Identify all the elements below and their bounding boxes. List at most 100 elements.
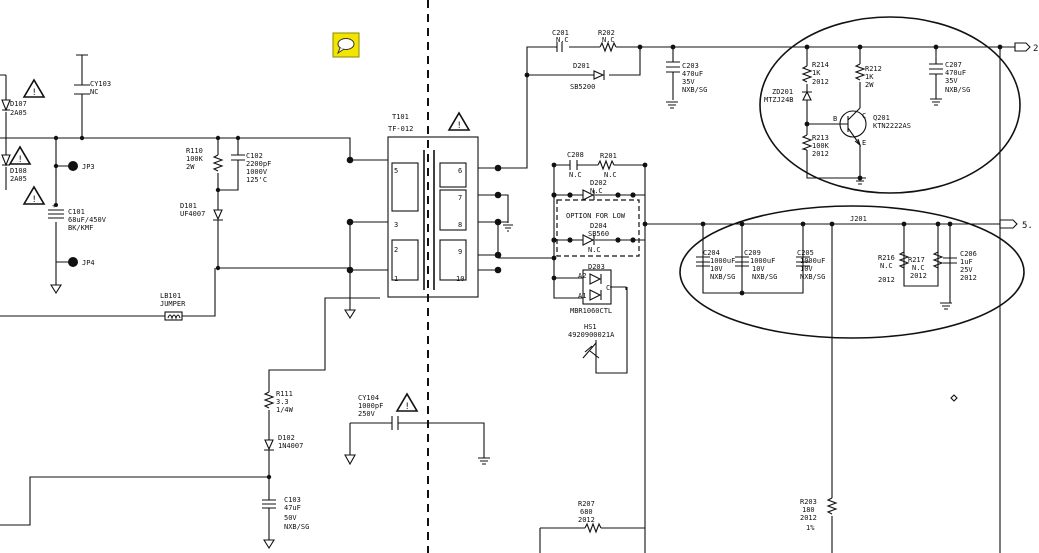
- d201-label: D201: [573, 62, 590, 70]
- highlight-ellipse-lower: [679, 205, 1025, 339]
- r111-power: 1/4W: [276, 406, 294, 414]
- option-label: OPTION FOR LOW: [566, 212, 626, 220]
- t101-pin-10: 10: [456, 275, 464, 283]
- c102-temp: 125'C: [246, 176, 267, 184]
- d107-diode: [1, 99, 11, 112]
- d203-pin-a2: A2: [578, 272, 586, 280]
- d108-label: D108: [10, 167, 27, 175]
- c204-label: C204: [703, 249, 720, 257]
- t101-pin-9: 9: [458, 248, 462, 256]
- t101-pin-8: 8: [458, 221, 462, 229]
- r214-package: 2012: [812, 78, 829, 86]
- t101-pin-2: 2: [394, 246, 398, 254]
- jp4-pad: [68, 257, 78, 267]
- r216-resistor: [898, 251, 910, 269]
- svg-text:!: !: [32, 88, 37, 98]
- d102-diode: [264, 439, 274, 451]
- hs1-label: HS1: [584, 323, 597, 331]
- c209-capacitor: [735, 256, 749, 267]
- d201-value: SB5200: [570, 83, 595, 91]
- q201-collector-label: C: [862, 112, 866, 120]
- svg-text:!: !: [18, 155, 23, 165]
- d107-label: D107: [10, 100, 27, 108]
- option-box: [556, 199, 640, 257]
- warning-icon: !: [8, 145, 32, 165]
- d108-diode: [1, 154, 11, 167]
- r110-resistor: [212, 154, 224, 172]
- t101-pin-6: 6: [458, 167, 462, 175]
- zd201-value: MTZJ24B: [764, 96, 794, 104]
- c207-capacitor: [929, 63, 943, 75]
- r111-resistor: [263, 391, 275, 409]
- r202-resistor: [599, 41, 617, 53]
- c203-series: NXB/SG: [682, 86, 707, 94]
- c101-rating: BK/KMF: [68, 224, 93, 232]
- c206-capacitor: [943, 257, 957, 264]
- jp3-label: JP3: [82, 163, 95, 171]
- c207-label: C207: [945, 61, 962, 69]
- lb101-jumper: [164, 311, 183, 321]
- zd201-zener: [802, 90, 812, 101]
- c102-capacitor: [231, 154, 245, 161]
- c201-label: C201: [552, 29, 569, 37]
- q201-base-label: B: [833, 115, 837, 123]
- r203-value: 180: [802, 506, 815, 514]
- output-connector-2: [1014, 42, 1031, 52]
- q201-label: Q201: [873, 114, 890, 122]
- cy104-capacitor: [391, 416, 399, 430]
- d102-value: 1N4007: [278, 442, 303, 450]
- cy103-label: CY103: [90, 80, 111, 88]
- c102-label: C102: [246, 152, 263, 160]
- r213-value: 100K: [812, 142, 830, 150]
- d204-nc: N.C: [588, 246, 601, 254]
- r207-label: R207: [578, 500, 595, 508]
- c205-voltage: 10V: [800, 265, 813, 273]
- c206-label: C206: [960, 250, 977, 258]
- r212-resistor: [854, 63, 866, 81]
- c209-value: 1000uF: [750, 257, 775, 265]
- d101-value: UF4007: [180, 210, 205, 218]
- d203-pin-a1: A1: [578, 292, 586, 300]
- r216-package: 2012: [878, 276, 895, 284]
- r217-label: R217: [908, 256, 925, 264]
- c103-capacitor: [262, 499, 276, 509]
- d107-value: 2A05: [10, 109, 27, 117]
- r212-label: R212: [865, 65, 882, 73]
- c103-label: C103: [284, 496, 301, 504]
- r201-resistor: [597, 159, 615, 171]
- speech-bubble-icon[interactable]: [332, 32, 360, 58]
- d101-diode: [213, 209, 223, 221]
- cy104-label: CY104: [358, 394, 379, 402]
- d101-label: D101: [180, 202, 197, 210]
- r110-value: 100K: [186, 155, 204, 163]
- output-connector-5: [999, 219, 1018, 229]
- r111-value: 3.3: [276, 398, 289, 406]
- r214-value: 1K: [812, 69, 821, 77]
- c203-value: 470uF: [682, 70, 703, 78]
- c103-value: 47uF: [284, 504, 301, 512]
- cy104-voltage: 250V: [358, 410, 376, 418]
- c101-label: C101: [68, 208, 85, 216]
- zd201-label: ZD201: [772, 88, 793, 96]
- c205-label: C205: [797, 249, 814, 257]
- r202-value: N.C: [602, 36, 615, 44]
- c102-voltage: 1000V: [246, 168, 268, 176]
- t101-pin-1: 1: [394, 275, 398, 283]
- marker-diamond: [950, 394, 958, 402]
- c103-voltage: 50V: [284, 514, 297, 522]
- r201-label: R201: [600, 152, 617, 160]
- hs1-value: 4920900021A: [568, 331, 615, 339]
- d202-label: D202: [590, 179, 607, 187]
- jp3-pad: [68, 161, 78, 171]
- q201-emitter-label: E: [862, 139, 866, 147]
- d202-value: N.C: [590, 187, 603, 195]
- svg-text:!: !: [405, 402, 410, 412]
- c207-voltage: 35V: [945, 77, 958, 85]
- highlight-ellipse-upper: [759, 16, 1021, 194]
- c206-voltage: 25V: [960, 266, 973, 274]
- d204-label: D204: [590, 222, 607, 230]
- lb101-value: JUMPER: [160, 300, 186, 308]
- c103-series: NXB/SG: [284, 523, 309, 531]
- r110-label: R110: [186, 147, 203, 155]
